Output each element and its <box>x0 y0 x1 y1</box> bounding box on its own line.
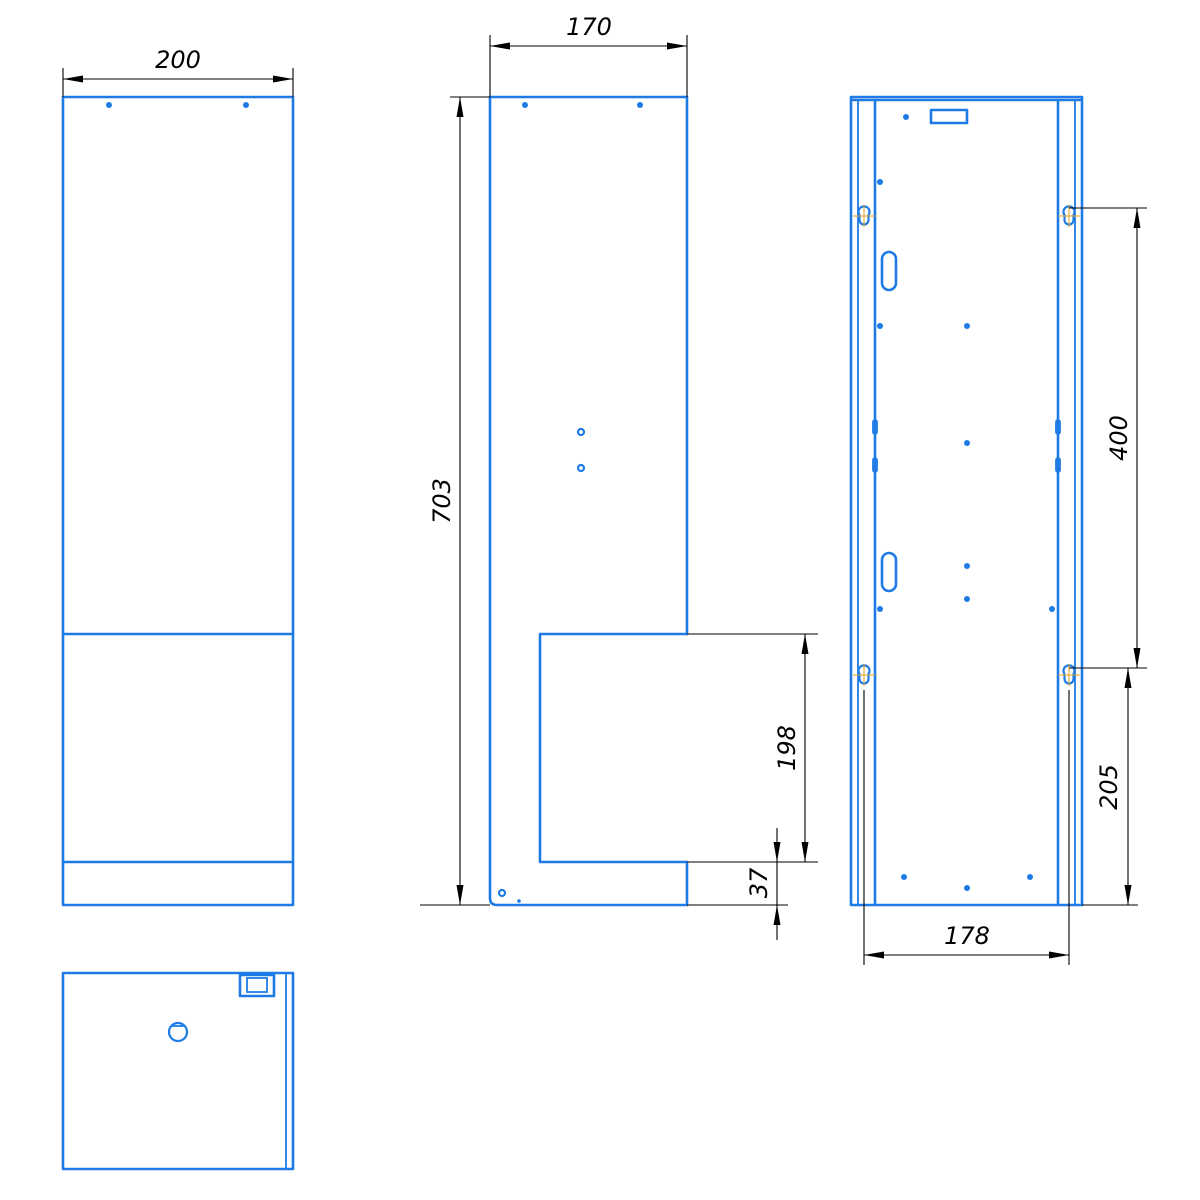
back-panel-outline <box>849 95 1084 907</box>
front-panel-outline <box>61 95 295 907</box>
dimension-label-front-width: 200 <box>155 46 201 74</box>
back-panel-hole <box>877 323 883 329</box>
back-panel-side-notch <box>1055 419 1061 435</box>
mounting-hole <box>243 102 249 108</box>
back-panel-hole <box>1027 874 1033 880</box>
dimension-side-bottom-height: 37 <box>687 828 788 940</box>
dimension-back-keyhole-bottom: 205 <box>1082 668 1138 906</box>
back-panel-hole <box>877 606 883 612</box>
dimension-label-side-bottom-height: 37 <box>745 867 773 898</box>
dimension-side-cutout-height: 198 <box>687 633 818 863</box>
dimension-label-side-height: 703 <box>428 478 456 524</box>
back-panel-side-notch <box>872 457 878 473</box>
top-panel-cable-port <box>238 973 276 998</box>
back-panel-hole <box>964 563 970 569</box>
mounting-hole <box>637 102 643 108</box>
back-panel-slot <box>929 108 969 125</box>
front-view <box>61 95 295 907</box>
back-view <box>849 95 1084 907</box>
dimension-label-back-keyhole-spacing: 400 <box>1105 415 1133 461</box>
mounting-hole <box>106 102 112 108</box>
dimension-back-width: 178 <box>863 690 1070 965</box>
back-panel-oblong-hole <box>880 250 898 292</box>
mounting-hole <box>522 102 528 108</box>
dimension-side-height: 703 <box>420 96 490 906</box>
back-panel-hole <box>964 885 970 891</box>
back-panel-hole <box>903 114 909 120</box>
dimension-side-width: 170 <box>489 13 688 97</box>
side-panel-marker <box>517 899 521 903</box>
back-panel-hole <box>964 323 970 329</box>
side-panel-hole <box>497 888 507 898</box>
back-panel-hole <box>901 874 907 880</box>
side-panel-hole <box>576 463 586 473</box>
back-panel-side-notch <box>872 419 878 435</box>
top-view <box>61 971 295 1171</box>
dimension-label-back-keyhole-bottom: 205 <box>1095 764 1123 810</box>
back-panel-side-notch <box>1055 457 1061 473</box>
keyhole-mount <box>851 203 877 229</box>
side-view <box>488 95 689 907</box>
dimension-label-side-width: 170 <box>566 13 612 41</box>
back-panel-hole <box>1049 606 1055 612</box>
keyhole-mount <box>851 662 877 688</box>
top-panel-outline <box>61 971 295 1171</box>
dimension-label-back-width: 178 <box>944 922 990 950</box>
back-panel-hole <box>877 179 883 185</box>
back-panel-oblong-hole <box>880 551 898 593</box>
top-panel-cable-port-inner <box>246 977 268 993</box>
side-panel-outline <box>488 95 689 907</box>
dimension-label-side-cutout-height: 198 <box>773 725 801 771</box>
dimension-back-keyhole-spacing: 400 <box>1069 207 1147 669</box>
dimension-front-width: 200 <box>62 46 294 97</box>
side-panel-hole <box>576 427 586 437</box>
top-panel-round-hole <box>167 1021 189 1043</box>
back-panel-hole <box>964 596 970 602</box>
back-panel-hole <box>964 440 970 446</box>
keyhole-mount <box>1056 662 1082 688</box>
